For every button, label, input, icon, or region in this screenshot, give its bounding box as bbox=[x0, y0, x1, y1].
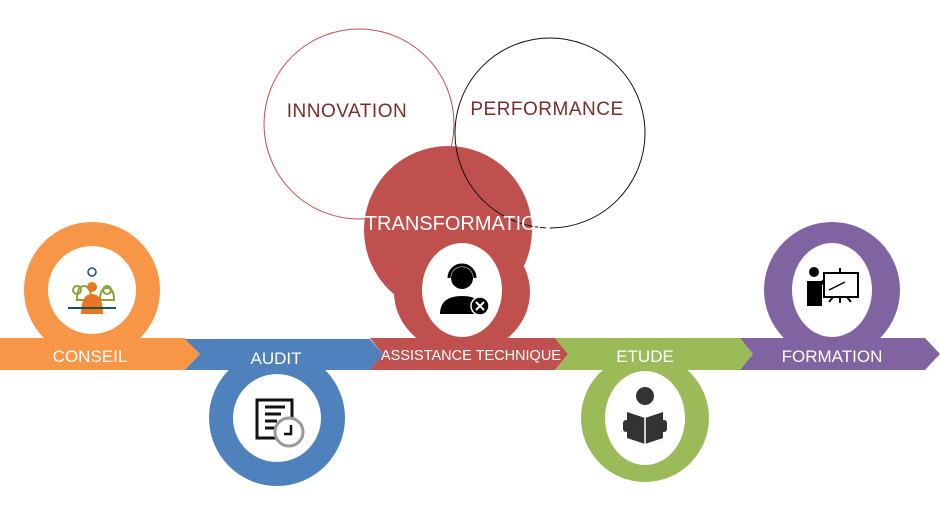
assistance-ring-center bbox=[422, 243, 502, 337]
checklist-clock-icon bbox=[255, 398, 305, 448]
performance-label: PERFORMANCE bbox=[470, 99, 623, 120]
audit-ring-center bbox=[233, 374, 321, 462]
team-idea-icon bbox=[68, 267, 116, 314]
step-label-audit: AUDIT bbox=[251, 349, 302, 368]
formation-arrow bbox=[740, 338, 940, 370]
assistance-arrow bbox=[370, 338, 568, 370]
step-label-etude: ETUDE bbox=[616, 347, 674, 366]
step-label-conseil: CONSEIL bbox=[53, 347, 128, 366]
reader-book-icon bbox=[623, 387, 667, 444]
support-agent-icon bbox=[440, 263, 490, 316]
etude-arrow bbox=[555, 338, 753, 370]
performance-circle bbox=[454, 37, 646, 229]
audit-arrow bbox=[185, 339, 383, 370]
transformation-label: TRANSFORMATION bbox=[365, 213, 551, 235]
conseil-arrow bbox=[0, 338, 200, 370]
presenter-board-icon bbox=[807, 267, 859, 306]
step-label-formation: FORMATION bbox=[782, 347, 883, 366]
innovation-label: INNOVATION bbox=[287, 101, 407, 122]
step-label-assistance: ASSISTANCE TECHNIQUE bbox=[381, 348, 561, 364]
